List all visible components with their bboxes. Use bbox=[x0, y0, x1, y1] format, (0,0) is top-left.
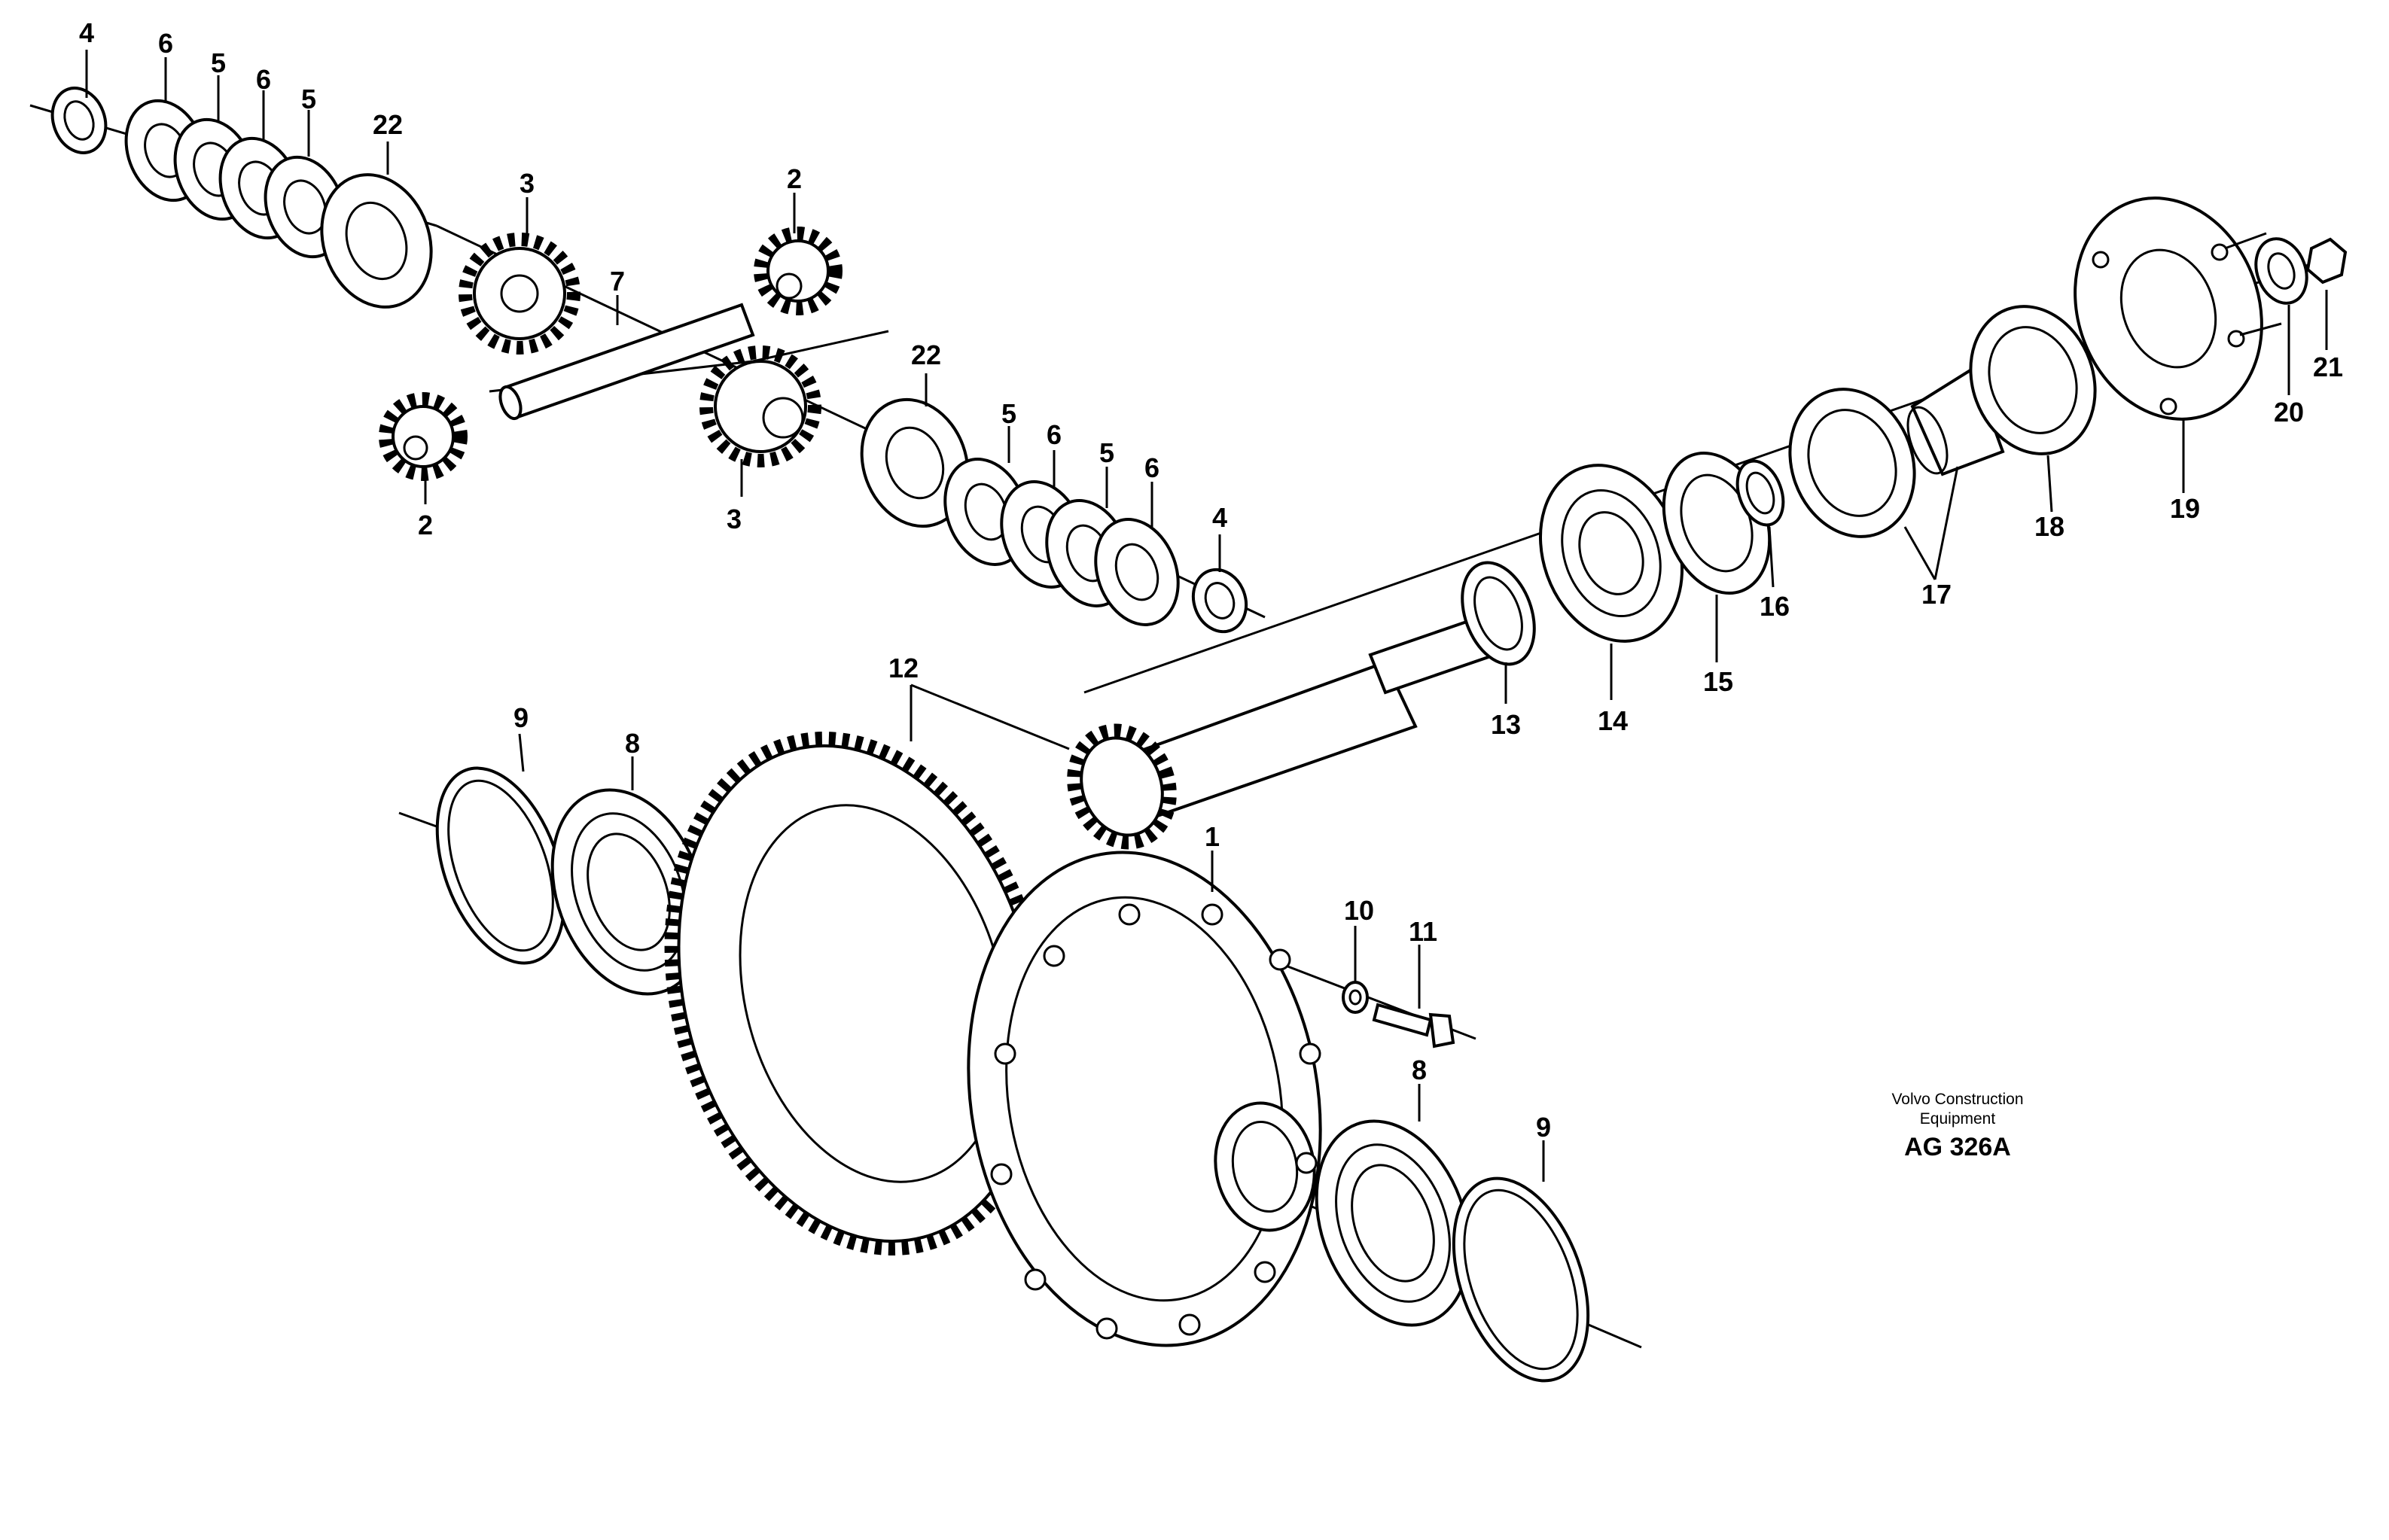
side-gear-3-lower bbox=[699, 345, 821, 467]
callout-2-lower: 2 bbox=[418, 510, 433, 540]
side-gear-3-upper bbox=[459, 233, 580, 355]
pinion-gear-2-upper bbox=[754, 227, 843, 315]
callout-13: 13 bbox=[1491, 709, 1521, 740]
callout-15: 15 bbox=[1703, 666, 1733, 697]
differential-housing-1 bbox=[967, 851, 1322, 1347]
bearing-14 bbox=[1538, 464, 1684, 643]
callout-12: 12 bbox=[888, 653, 919, 683]
callout-2-upper: 2 bbox=[787, 163, 802, 194]
bearing-8-right bbox=[1315, 1119, 1471, 1327]
diagram-caption: Volvo Construction Equipment AG 326A bbox=[1822, 1090, 2093, 1165]
callout-3-lower: 3 bbox=[727, 504, 742, 534]
callout-22-upper: 22 bbox=[373, 109, 403, 140]
callout-8-right: 8 bbox=[1412, 1055, 1427, 1085]
callout-21: 21 bbox=[2313, 352, 2343, 382]
pressure-ring-22-lower bbox=[860, 397, 970, 528]
bolt-11 bbox=[1372, 1003, 1455, 1048]
callout-5-upper-2: 5 bbox=[301, 84, 316, 114]
callout-3-upper: 3 bbox=[520, 168, 535, 199]
callout-4-lower: 4 bbox=[1212, 502, 1227, 533]
ring-9-right bbox=[1452, 1176, 1590, 1383]
callout-19: 19 bbox=[2170, 493, 2200, 524]
callout-5-lower-1: 5 bbox=[1001, 398, 1016, 429]
callout-20: 20 bbox=[2274, 397, 2304, 428]
washer-20 bbox=[2254, 237, 2308, 305]
leader-lines bbox=[85, 50, 2328, 1182]
brand-line-2: Equipment bbox=[1919, 1110, 1996, 1128]
washer-4-lower bbox=[1191, 568, 1248, 634]
callout-labels: 4 6 5 6 5 22 3 7 2 2 3 22 5 6 5 6 4 12 1… bbox=[79, 17, 2343, 1143]
flange-19 bbox=[2074, 196, 2282, 421]
callout-8-left: 8 bbox=[625, 728, 640, 759]
pressure-ring-22-upper bbox=[320, 173, 433, 309]
callout-5-upper-1: 5 bbox=[211, 47, 226, 78]
washer-4-upper bbox=[50, 87, 108, 154]
callout-5-lower-2: 5 bbox=[1099, 437, 1114, 468]
callout-16: 16 bbox=[1760, 591, 1790, 622]
disc-6-lower-2 bbox=[1094, 518, 1180, 626]
callout-6-upper-1: 6 bbox=[158, 28, 173, 59]
nut-21 bbox=[2305, 237, 2348, 285]
spacer-16 bbox=[1735, 459, 1785, 527]
callout-14: 14 bbox=[1598, 705, 1628, 736]
callout-6-upper-2: 6 bbox=[256, 64, 271, 95]
figure-code: AG 326A bbox=[1904, 1133, 2011, 1161]
callout-17: 17 bbox=[1921, 579, 1952, 610]
callout-22-lower: 22 bbox=[911, 339, 941, 370]
callout-4-upper: 4 bbox=[79, 17, 94, 48]
washer-10 bbox=[1342, 981, 1369, 1014]
pinion-12 bbox=[1067, 611, 1508, 850]
callout-7: 7 bbox=[610, 266, 625, 297]
callout-18: 18 bbox=[2034, 511, 2064, 542]
callout-1: 1 bbox=[1205, 821, 1220, 852]
pinion-gear-2-lower bbox=[379, 392, 468, 481]
callout-9-left: 9 bbox=[513, 702, 529, 733]
callout-6-lower-2: 6 bbox=[1144, 452, 1159, 483]
brand-line-1: Volvo Construction bbox=[1891, 1091, 2024, 1108]
bearing-cup-17 bbox=[1788, 388, 1916, 538]
shaft-7 bbox=[498, 303, 755, 421]
bearing-18 bbox=[1969, 305, 2097, 455]
shim-13 bbox=[1461, 561, 1536, 666]
callout-9-right: 9 bbox=[1536, 1112, 1551, 1143]
callout-11: 11 bbox=[1409, 916, 1437, 947]
callout-6-lower-1: 6 bbox=[1047, 419, 1062, 450]
callout-10: 10 bbox=[1344, 895, 1374, 926]
